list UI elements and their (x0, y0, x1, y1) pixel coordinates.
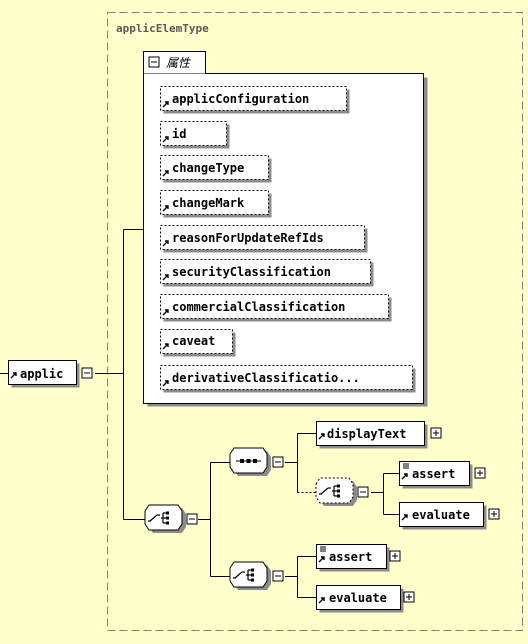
attr-commercialClassification[interactable]: commercialClassification (160, 294, 392, 322)
attr-changeType[interactable]: changeType (160, 155, 272, 183)
expand-icon[interactable] (403, 591, 415, 603)
attribute-label: commercialClassification (172, 300, 345, 314)
element-label: evaluate (329, 591, 387, 605)
element-evaluate-inner[interactable]: evaluate (399, 502, 500, 530)
expand-icon[interactable] (389, 550, 401, 562)
expand-icon[interactable] (474, 467, 486, 479)
attribute-label: changeMark (172, 196, 245, 210)
choice-compositor-inner[interactable] (315, 477, 369, 506)
element-label: assert (329, 550, 372, 564)
attr-caveat[interactable]: caveat (160, 329, 236, 357)
attribute-label: applicConfiguration (172, 92, 309, 106)
attr-securityClassification[interactable]: securityClassification (160, 259, 374, 287)
element-label: evaluate (412, 508, 470, 522)
attribute-label: caveat (172, 334, 215, 348)
root-element-applic[interactable]: applic (8, 360, 93, 388)
expand-icon[interactable] (488, 508, 500, 520)
collapse-icon[interactable] (272, 570, 284, 582)
attributes-tab-label: 属性 (166, 56, 191, 70)
attr-derivativeClassification[interactable]: derivativeClassificatio... (160, 365, 416, 393)
type-container (107, 12, 523, 631)
attr-reasonForUpdateRefIds[interactable]: reasonForUpdateRefIds (160, 225, 368, 253)
collapse-icon[interactable] (272, 456, 284, 468)
sequence-icon (240, 459, 244, 463)
attribute-label: securityClassification (172, 265, 331, 279)
element-assert-inner[interactable]: assert (399, 461, 486, 489)
collapse-icon[interactable] (357, 486, 369, 498)
collapse-icon[interactable] (186, 513, 198, 525)
choice-compositor-outer[interactable] (144, 504, 198, 533)
attribute-label: reasonForUpdateRefIds (172, 231, 324, 245)
collapse-attributes-icon[interactable] (148, 56, 160, 68)
element-label: assert (412, 467, 455, 481)
type-name-label: applicElemType (116, 22, 209, 35)
attr-id[interactable]: id (160, 121, 230, 149)
element-label: displayText (327, 427, 406, 441)
attr-applicConfiguration[interactable]: applicConfiguration (160, 86, 350, 114)
attribute-label: id (172, 127, 186, 141)
root-element-label: applic (20, 367, 63, 381)
collapse-icon[interactable] (81, 367, 93, 379)
sequence-compositor[interactable] (229, 447, 284, 476)
attr-changeMark[interactable]: changeMark (160, 190, 272, 218)
attribute-label: derivativeClassificatio... (172, 371, 360, 385)
expand-icon[interactable] (430, 427, 442, 439)
element-assert-outer[interactable]: assert (316, 544, 401, 572)
choice-compositor-lower[interactable] (229, 561, 284, 590)
attribute-label: changeType (172, 161, 244, 175)
connector-lines (0, 229, 399, 598)
element-evaluate-outer[interactable]: evaluate (316, 585, 415, 613)
element-displayText[interactable]: displayText (316, 421, 442, 449)
